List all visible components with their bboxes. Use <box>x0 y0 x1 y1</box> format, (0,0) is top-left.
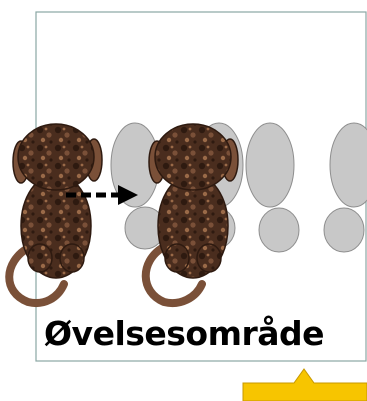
entry-marker <box>243 369 367 401</box>
exercise-area-label: Øvelsesområde <box>44 314 364 353</box>
